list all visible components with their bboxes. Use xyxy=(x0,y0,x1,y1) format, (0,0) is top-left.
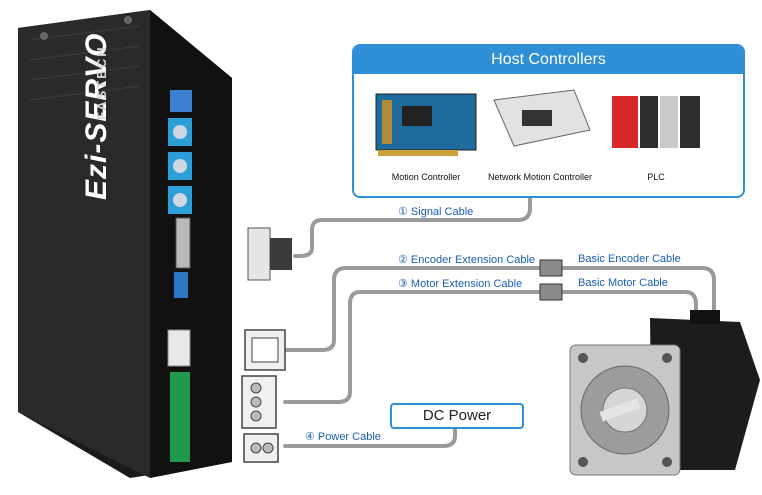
host-devices-images xyxy=(375,89,700,156)
basic-encoder-cable-line xyxy=(560,266,716,312)
cable-lines xyxy=(283,192,716,448)
power-cable-line xyxy=(283,423,457,448)
motor-ext-cable-line xyxy=(283,290,542,404)
encoder-inline-connector xyxy=(539,259,563,277)
motion-controller-card xyxy=(375,93,477,156)
encoder-port xyxy=(167,329,191,367)
servo-driver xyxy=(18,10,232,478)
motor-ext-cable-label: ③ Motor Extension Cable xyxy=(398,278,523,290)
device-label-motion: Motion Controller xyxy=(391,172,461,182)
motor-connector-plug xyxy=(241,375,277,429)
encoder-connector-plug xyxy=(244,329,286,371)
dip-switch xyxy=(170,90,192,112)
signal-connector xyxy=(247,227,292,281)
driver-maker: FASTECH xyxy=(94,45,109,120)
green-terminal-block xyxy=(170,372,190,462)
host-controllers-title: Host Controllers xyxy=(354,46,743,74)
host-controllers-box: Host Controllers Motion Controller Netwo… xyxy=(352,44,745,198)
signal-cable-label: ① Signal Cable xyxy=(398,206,474,218)
servo-motor xyxy=(569,310,760,476)
blue-connector xyxy=(174,272,188,298)
basic-encoder-cable-label: Basic Encoder Cable xyxy=(578,253,681,265)
dc-power-box: DC Power xyxy=(390,403,524,429)
device-label-plc: PLC xyxy=(647,172,665,182)
device-label-network: Network Motion Controller xyxy=(487,172,593,182)
motor-inline-connector xyxy=(539,283,563,301)
network-controller-box xyxy=(493,89,591,147)
basic-motor-cable-label: Basic Motor Cable xyxy=(578,277,668,289)
power-cable-label: ④ Power Cable xyxy=(305,431,381,443)
plc-unit xyxy=(612,96,700,148)
encoder-ext-cable-label: ② Encoder Extension Cable xyxy=(398,254,536,266)
basic-motor-cable-line xyxy=(560,290,698,314)
dsub-connector xyxy=(175,217,191,269)
encoder-ext-cable-line xyxy=(283,266,542,352)
power-connector-plug xyxy=(243,433,279,463)
signal-cable-line xyxy=(293,192,532,258)
